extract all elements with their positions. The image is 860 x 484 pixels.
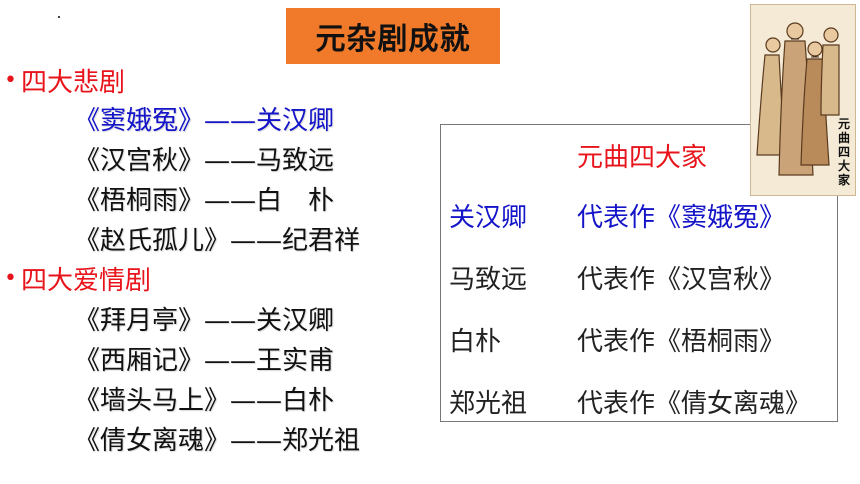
romances-heading: • 四大爱情剧 — [4, 260, 151, 297]
corner-dot — [58, 16, 60, 18]
figures-drawing — [756, 22, 840, 176]
master-name: 郑光祖 — [449, 389, 528, 419]
bullet-icon: • — [4, 68, 17, 93]
master-work: 代表作《梧桐雨》 — [577, 327, 786, 357]
master-work: 代表作《汉宫秋》 — [577, 265, 786, 295]
bullet-icon: • — [4, 266, 17, 291]
romance-item: 《西厢记》——王实甫 — [74, 346, 335, 376]
masters-table: 元曲四大家 关汉卿 代表作《窦娥冤》 马致远 代表作《汉宫秋》 白朴 代表作《梧… — [440, 124, 838, 422]
tragedy-item: 《窦娥冤》——关汉卿 — [74, 106, 335, 136]
romance-item: 《倩女离魂》——郑光祖 — [74, 426, 361, 456]
illustration-caption: 元曲四大家 — [837, 117, 850, 187]
title-box: 元杂剧成就 — [286, 8, 500, 64]
master-name: 白朴 — [449, 327, 502, 357]
masters-table-header: 元曲四大家 — [577, 143, 708, 173]
four-masters-illustration: 元曲四大家 — [750, 4, 856, 196]
master-work: 代表作《窦娥冤》 — [577, 203, 786, 233]
tragedy-item: 《赵氏孤儿》——纪君祥 — [74, 226, 361, 256]
master-name: 关汉卿 — [449, 203, 528, 233]
tragedy-item: 《梧桐雨》——白 朴 — [74, 186, 335, 216]
tragedies-heading-text: 四大悲剧 — [20, 68, 125, 98]
romances-heading-text: 四大爱情剧 — [20, 266, 151, 296]
master-work: 代表作《倩女离魂》 — [577, 389, 812, 419]
master-name: 马致远 — [449, 265, 528, 295]
tragedy-item: 《汉宫秋》——马致远 — [74, 146, 335, 176]
tragedies-heading: • 四大悲剧 — [4, 62, 125, 99]
romance-item: 《墙头马上》——白朴 — [74, 386, 335, 416]
page-title: 元杂剧成就 — [315, 22, 471, 57]
romance-item: 《拜月亭》——关汉卿 — [74, 306, 335, 336]
